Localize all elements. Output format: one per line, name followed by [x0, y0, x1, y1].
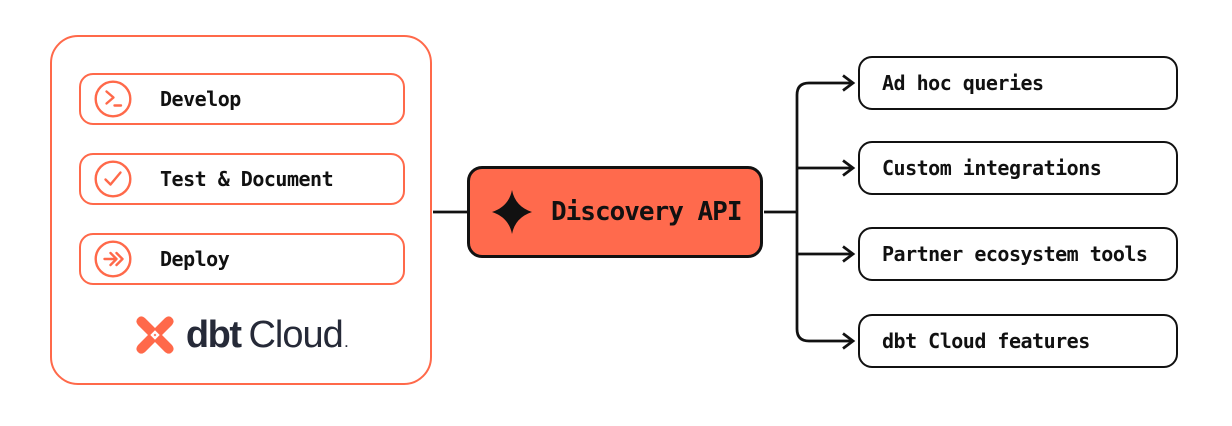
stage-label: Test & Document — [160, 167, 334, 191]
stage-test-document: Test & Document — [79, 153, 405, 205]
consumer-ad-hoc-queries: Ad hoc queries — [858, 56, 1178, 110]
arrowhead-top — [842, 74, 856, 92]
consumer-label: Partner ecosystem tools — [882, 242, 1148, 266]
dbt-cloud-logo: dbt Cloud . — [52, 309, 430, 361]
discovery-api-node: Discovery API — [467, 166, 763, 258]
check-circle-icon — [94, 160, 132, 198]
stage-label: Develop — [160, 87, 241, 111]
consumer-label: Custom integrations — [882, 156, 1102, 180]
arrowhead-2 — [842, 159, 856, 177]
stage-develop: Develop — [79, 73, 405, 125]
branch-top — [795, 81, 851, 96]
consumer-label: dbt Cloud features — [882, 329, 1090, 353]
double-arrow-circle-icon — [94, 240, 132, 278]
stage-label: Deploy — [160, 247, 230, 271]
dbt-cloud-wordmark: dbt Cloud . — [186, 314, 348, 357]
terminal-prompt-icon — [94, 80, 132, 118]
consumer-dbt-cloud-features: dbt Cloud features — [858, 314, 1178, 368]
consumer-label: Ad hoc queries — [882, 71, 1044, 95]
dbt-logo-mark-icon — [136, 316, 174, 354]
sparkle-icon — [492, 190, 532, 234]
stage-deploy: Deploy — [79, 233, 405, 285]
dbt-cloud-panel: Develop Test & Document Deploy — [50, 35, 432, 385]
arrowhead-3 — [842, 245, 856, 263]
hub-label: Discovery API — [551, 197, 742, 227]
wordmark-dbt: dbt — [185, 313, 242, 356]
wordmark-cloud: Cloud — [248, 313, 343, 356]
consumer-custom-integrations: Custom integrations — [858, 141, 1178, 195]
branch-bottom — [795, 328, 851, 343]
wordmark-trademark: . — [344, 335, 349, 350]
consumer-partner-ecosystem-tools: Partner ecosystem tools — [858, 227, 1178, 281]
arrowhead-bottom — [842, 332, 856, 350]
